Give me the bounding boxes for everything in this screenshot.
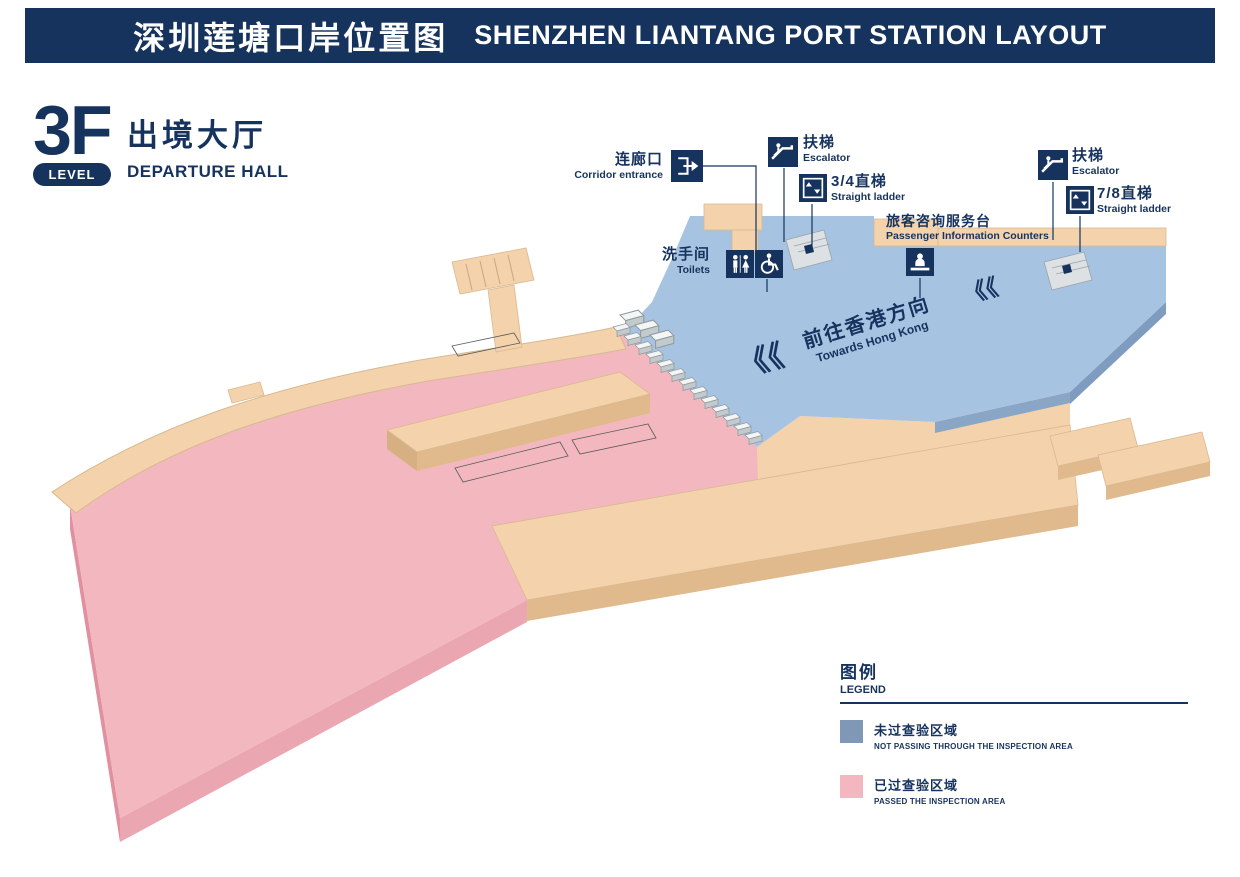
- callout-escalator-left: 扶梯 Escalator: [803, 134, 850, 165]
- legend-not-passed-zh: 未过查验区域: [874, 723, 959, 738]
- callout-corridor-entrance: 连廊口 Corridor entrance: [520, 151, 663, 182]
- elevator-icon: [799, 174, 827, 202]
- escalator-right-label-en: Escalator: [1072, 165, 1120, 177]
- floor-number: 3F: [33, 91, 113, 169]
- escalator-icon: [1038, 150, 1068, 180]
- header-bar: 深圳莲塘口岸位置图 SHENZHEN LIANTANG PORT STATION…: [25, 8, 1215, 63]
- escalator-machine-left: [785, 229, 833, 271]
- wheelchair-icon: [755, 250, 783, 278]
- stair-pier: [451, 247, 535, 295]
- corridor-label-en: Corridor entrance: [574, 169, 663, 181]
- toilets-label-zh: 洗手间: [661, 246, 710, 263]
- corridor-label-zh: 连廊口: [614, 151, 663, 168]
- callout-lift-78: 7/8直梯 Straight ladder: [1097, 185, 1171, 216]
- callout-escalator-right: 扶梯 Escalator: [1072, 147, 1119, 178]
- escalator-machine-right: [1043, 251, 1093, 291]
- legend-item-passed: 已过查验区域 PASSED THE INSPECTION AREA: [840, 775, 1188, 806]
- legend: 图例 LEGEND 未过查验区域 NOT PASSING THROUGH THE…: [840, 658, 1188, 806]
- legend-passed-en: PASSED THE INSPECTION AREA: [874, 797, 1006, 806]
- information-counter-icon: [906, 248, 934, 276]
- page-title-zh: 深圳莲塘口岸位置图: [133, 19, 449, 56]
- escalator-left-label-zh: 扶梯: [803, 134, 836, 151]
- lift-78-label-zh: 7/8直梯: [1097, 185, 1153, 202]
- elevator-icon: [1066, 186, 1094, 214]
- page-title-en: SHENZHEN LIANTANG PORT STATION LAYOUT: [474, 20, 1107, 50]
- floor-markings: [451, 332, 657, 483]
- lift-34-label-zh: 3/4直梯: [831, 173, 887, 190]
- info-label-en: Passenger Information Counters: [886, 229, 1049, 242]
- callout-toilets: 洗手间 Toilets: [612, 246, 710, 277]
- info-label-zh: 旅客咨询服务台: [886, 213, 991, 229]
- callout-info-counter: 旅客咨询服务台 Passenger Information Counters: [886, 213, 1049, 242]
- legend-swatch-not-passed: [840, 720, 863, 743]
- corridor-pier: [703, 203, 763, 231]
- legend-item-not-passed: 未过查验区域 NOT PASSING THROUGH THE INSPECTIO…: [840, 720, 1188, 751]
- legend-swatch-passed: [840, 775, 863, 798]
- legend-title-en: LEGEND: [840, 684, 1188, 704]
- lift-34-label-en: Straight ladder: [831, 191, 906, 203]
- hall-name-en: DEPARTURE HALL: [127, 162, 289, 181]
- legend-title-zh: 图例: [840, 663, 878, 682]
- center-island: [386, 371, 651, 471]
- escalator-left-label-en: Escalator: [803, 152, 851, 164]
- right-pier: [1049, 417, 1211, 500]
- passed-inspection-area: [70, 330, 759, 842]
- escalator-icon: [768, 137, 798, 167]
- level-badge: LEVEL: [33, 163, 111, 186]
- lift-78-label-en: Straight ladder: [1097, 203, 1172, 215]
- hall-name-zh: 出境大厅: [127, 118, 267, 153]
- toilets-wc-icon: [726, 250, 754, 278]
- walkway-band: [51, 247, 627, 514]
- callout-lift-34: 3/4直梯 Straight ladder: [831, 173, 905, 204]
- legend-passed-zh: 已过查验区域: [874, 778, 959, 793]
- lower-walkway-slab: [491, 424, 1079, 621]
- legend-not-passed-en: NOT PASSING THROUGH THE INSPECTION AREA: [874, 742, 1073, 751]
- callout-lines: [703, 165, 1081, 298]
- upper-walkway-strips: [703, 203, 1167, 253]
- toilets-label-en: Toilets: [676, 264, 710, 276]
- escalator-right-label-zh: 扶梯: [1072, 147, 1105, 164]
- exit-door-arrow-icon: [671, 150, 703, 182]
